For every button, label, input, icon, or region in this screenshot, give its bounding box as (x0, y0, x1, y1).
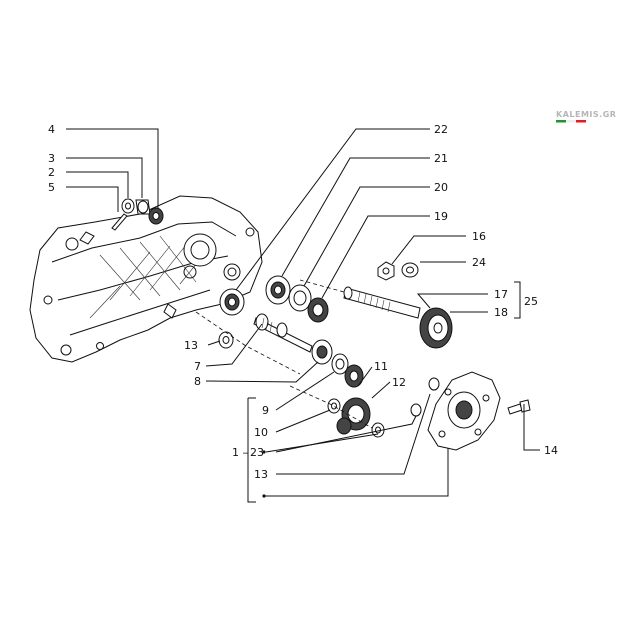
bushing-part-2 (135, 199, 151, 215)
watermark-stripe-red (576, 120, 586, 123)
watermark-stripe-white (566, 120, 576, 123)
nut-part-16 (377, 261, 395, 281)
callout-17: 17 (494, 288, 508, 301)
bolt-part-14 (507, 399, 531, 415)
bearing-part-22 (219, 288, 245, 316)
output-shaft-part-17 (343, 286, 421, 319)
callout-8: 8 (194, 375, 201, 388)
callout-23: 23 (250, 446, 264, 459)
gear-part-18 (419, 307, 453, 349)
callout-3: 3 (48, 152, 55, 165)
callout-13-upper: 13 (184, 339, 198, 352)
watermark-stripe-green (556, 120, 566, 123)
leader-lines (66, 128, 540, 503)
callout-12: 12 (392, 376, 406, 389)
callout-7: 7 (194, 360, 201, 373)
callout-18: 18 (494, 306, 508, 319)
bushing-part-13-lower (410, 377, 440, 417)
callout-24: 24 (472, 256, 486, 269)
seal-part-19 (307, 297, 329, 323)
transmission-cover-part (427, 371, 501, 451)
washer-part-24 (401, 262, 419, 278)
callout-20: 20 (434, 181, 448, 194)
axis-line-output (299, 279, 345, 293)
bearing-part-11 (344, 364, 364, 388)
callout-1: 1 – (232, 446, 248, 459)
axis-line-shaft (195, 311, 301, 375)
watermark-text: KALEMIS.GR (556, 110, 616, 119)
bearing-part-8 (311, 339, 333, 365)
axis-line-gear (289, 385, 373, 429)
bearing-part-20 (288, 284, 312, 312)
callout-14: 14 (544, 444, 558, 457)
seal-part-4 (148, 207, 164, 225)
bearing-part-21 (265, 275, 291, 305)
callout-10: 10 (254, 426, 268, 439)
callout-22: 22 (434, 123, 448, 136)
pin-part-5 (111, 213, 128, 231)
washer-part-9 (331, 353, 349, 375)
callout-4: 4 (48, 123, 55, 136)
gear-part-12 (336, 397, 385, 438)
callout-19: 19 (434, 210, 448, 223)
bushing-part-13-upper (218, 331, 234, 349)
callout-21: 21 (434, 152, 448, 165)
callout-13-lower: 13 (254, 468, 268, 481)
drive-shaft-part-7 (253, 313, 313, 353)
callout-25: 25 (524, 295, 538, 308)
crankcase-half (29, 195, 263, 363)
callout-16: 16 (472, 230, 486, 243)
callout-5: 5 (48, 181, 55, 194)
callout-9: 9 (262, 404, 269, 417)
washer-part-10 (327, 398, 341, 414)
washer-part-3 (121, 198, 135, 214)
callout-11: 11 (374, 360, 388, 373)
callout-2: 2 (48, 166, 55, 179)
